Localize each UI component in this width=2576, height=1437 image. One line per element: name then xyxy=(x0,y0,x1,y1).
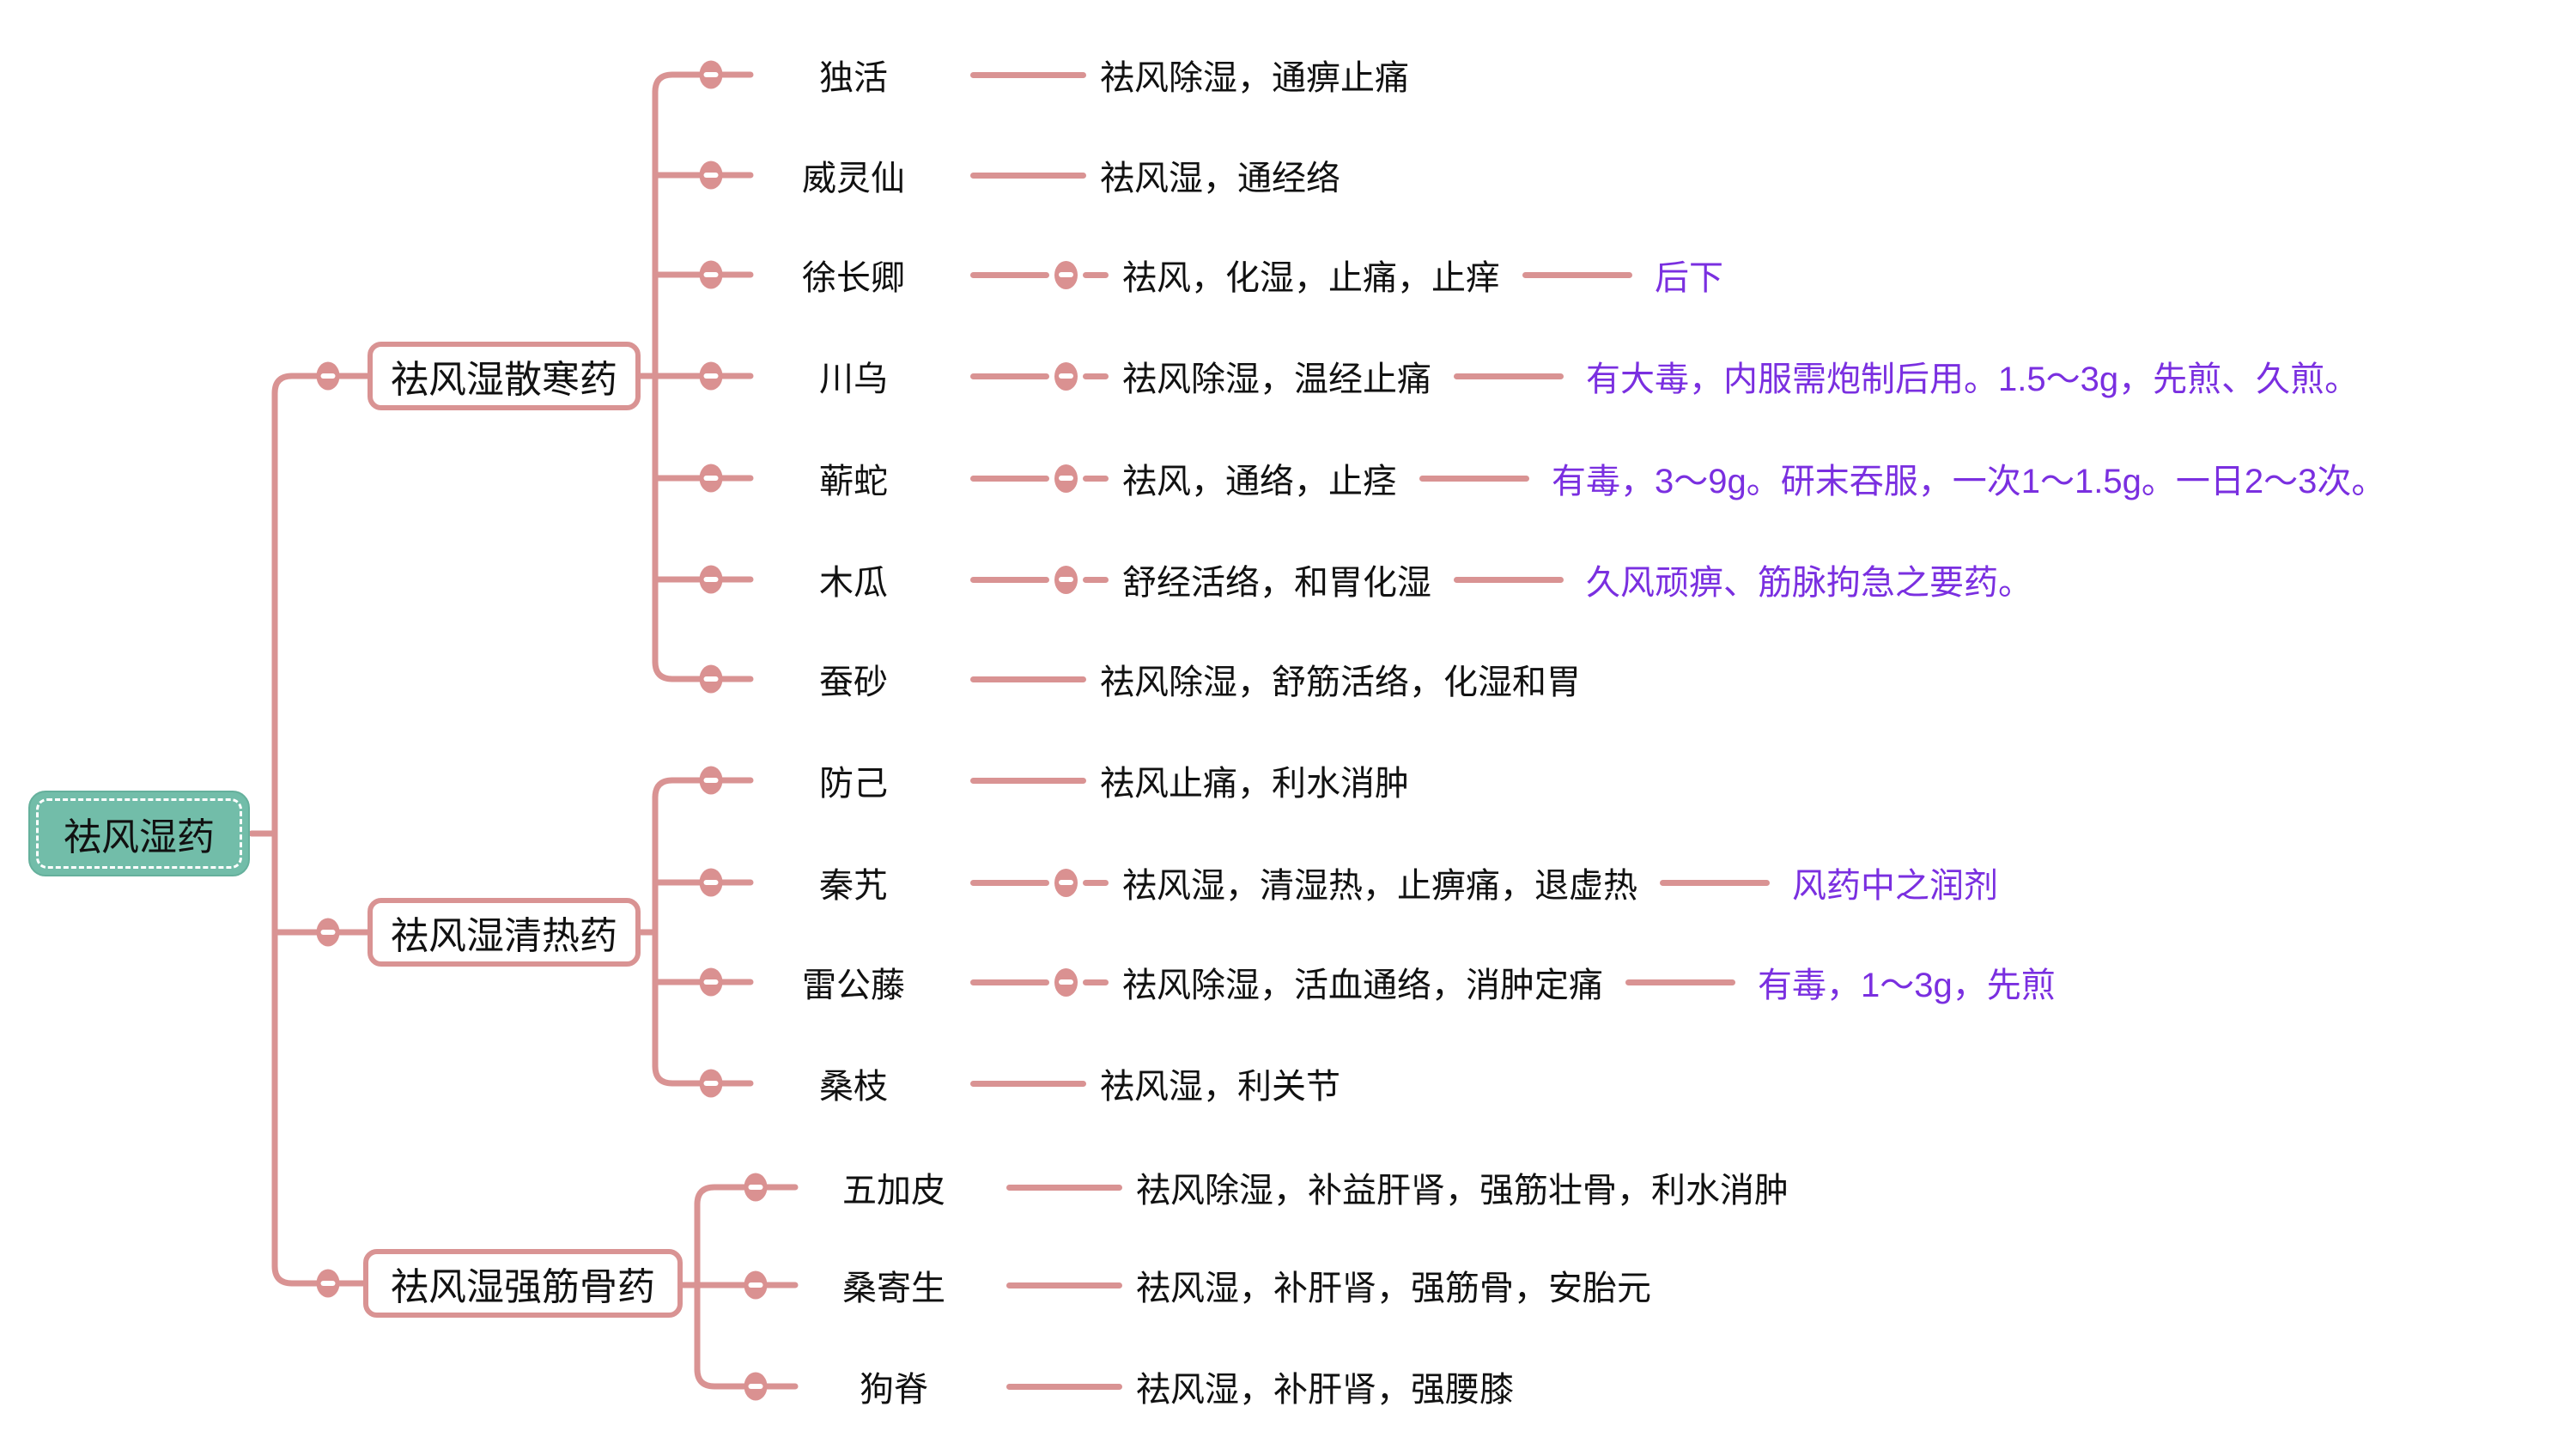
herb-name: 威灵仙 xyxy=(802,160,905,197)
connector-line xyxy=(1006,1282,1122,1288)
herb-description: 祛风，通络，止痉 xyxy=(1122,463,1397,500)
branch-label: 祛风湿清热药 xyxy=(391,915,617,957)
connector-line xyxy=(1083,879,1109,886)
herb-name: 独活 xyxy=(819,59,888,97)
branch-label: 祛风湿散寒药 xyxy=(391,359,617,401)
herb-description: 祛风湿，通经络 xyxy=(1100,160,1340,197)
herb-row[interactable]: 蕲蛇 祛风，通络，止痉 有毒，3～9g。研末吞服，一次1～1.5g。一日2～3次… xyxy=(750,450,2385,506)
connector-line xyxy=(1083,373,1109,379)
herb-row[interactable]: 秦艽 祛风湿，清湿热，止痹痛，退虚热 风药中之润剂 xyxy=(750,854,1998,911)
herb-description: 祛风止痛，利水消肿 xyxy=(1100,765,1409,803)
herb-row[interactable]: 桑寄生 祛风湿，补肝肾，强筋骨，安胎元 xyxy=(795,1257,1651,1313)
herb-name: 狗脊 xyxy=(860,1371,928,1409)
herb-name: 川乌 xyxy=(819,361,888,398)
herb-name: 秦艽 xyxy=(819,867,888,905)
herb-row[interactable]: 狗脊 祛风湿，补肝肾，强腰膝 xyxy=(795,1358,1514,1415)
herb-description: 祛风除湿，活血通络，消肿定痛 xyxy=(1122,967,1603,1004)
herb-row[interactable]: 雷公藤 祛风除湿，活血通络，消肿定痛 有毒，1～3g，先煎 xyxy=(750,954,2056,1010)
collapse-node-icon[interactable] xyxy=(1054,565,1078,594)
connector-line xyxy=(1083,576,1109,583)
herb-note: 有大毒，内服需炮制后用。1.5～3g，先煎、久煎。 xyxy=(1586,361,2360,398)
collapse-node-icon[interactable] xyxy=(1054,868,1078,897)
connector-line xyxy=(1083,979,1109,985)
herb-name: 五加皮 xyxy=(842,1172,945,1210)
herb-row[interactable]: 徐长卿 祛风，化湿，止痛，止痒 后下 xyxy=(750,246,1723,303)
connector-line xyxy=(970,576,1049,583)
herb-name: 木瓜 xyxy=(819,564,888,602)
connector-line xyxy=(970,172,1086,179)
herb-row[interactable]: 威灵仙 祛风湿，通经络 xyxy=(750,147,1340,203)
herb-row[interactable]: 独活 祛风除湿，通痹止痛 xyxy=(750,46,1409,103)
collapse-node-icon[interactable] xyxy=(1054,967,1078,997)
connector-line xyxy=(970,373,1049,379)
herb-description: 祛风除湿，舒筋活络，化湿和胃 xyxy=(1100,664,1581,701)
connector-line xyxy=(1083,271,1109,278)
herb-note: 有毒，3～9g。研末吞服，一次1～1.5g。一日2～3次。 xyxy=(1552,463,2386,500)
herb-row[interactable]: 桑枝 祛风湿，利关节 xyxy=(750,1055,1340,1112)
connector-line xyxy=(1083,475,1109,482)
herb-description: 祛风除湿，通痹止痛 xyxy=(1100,59,1409,97)
connector-line xyxy=(970,475,1049,482)
connector-line xyxy=(970,777,1086,784)
herb-name: 徐长卿 xyxy=(802,259,905,297)
connector-line xyxy=(970,1080,1086,1087)
herb-description: 祛风，化湿，止痛，止痒 xyxy=(1122,259,1500,297)
herb-description: 祛风湿，清湿热，止痹痛，退虚热 xyxy=(1122,867,1637,905)
herb-name: 蚕砂 xyxy=(819,664,888,701)
herb-description: 祛风湿，利关节 xyxy=(1100,1068,1340,1106)
herb-description: 祛风除湿，温经止痛 xyxy=(1122,361,1431,398)
root-topic[interactable]: 祛风湿药 xyxy=(28,791,250,876)
herb-row[interactable]: 川乌 祛风除湿，温经止痛 有大毒，内服需炮制后用。1.5～3g，先煎、久煎。 xyxy=(750,348,2359,404)
herb-note: 后下 xyxy=(1655,259,1723,297)
herb-row[interactable]: 防己 祛风止痛，利水消肿 xyxy=(750,752,1409,809)
connector-line xyxy=(970,979,1049,985)
connector-line xyxy=(1522,271,1632,278)
herb-name: 桑寄生 xyxy=(842,1270,945,1307)
branch-label: 祛风湿强筋骨药 xyxy=(391,1266,655,1308)
branch-box-qingre[interactable]: 祛风湿清热药 xyxy=(368,898,641,967)
herb-note: 风药中之润剂 xyxy=(1792,867,1998,905)
connector-line xyxy=(970,71,1086,78)
connector-line xyxy=(1625,979,1735,985)
connector-line xyxy=(1006,1184,1122,1191)
collapse-node-icon[interactable] xyxy=(1054,260,1078,289)
herb-row[interactable]: 木瓜 舒经活络，和胃化湿 久风顽痹、筋脉拘急之要药。 xyxy=(750,551,2032,608)
collapse-node-icon[interactable] xyxy=(1054,464,1078,493)
root-topic-label: 祛风湿药 xyxy=(64,816,215,858)
herb-row[interactable]: 五加皮 祛风除湿，补益肝肾，强筋壮骨，利水消肿 xyxy=(795,1159,1789,1216)
herb-description: 祛风除湿，补益肝肾，强筋壮骨，利水消肿 xyxy=(1136,1172,1789,1210)
connector-line xyxy=(1454,576,1564,583)
connector-line xyxy=(1006,1383,1122,1390)
connector-line xyxy=(970,879,1049,886)
herb-name: 雷公藤 xyxy=(802,967,905,1004)
collapse-node-icon[interactable] xyxy=(1054,361,1078,391)
herb-row[interactable]: 蚕砂 祛风除湿，舒筋活络，化湿和胃 xyxy=(750,651,1581,707)
herb-description: 舒经活络，和胃化湿 xyxy=(1122,564,1431,602)
branch-collapse-nodes xyxy=(316,60,768,1401)
connector-line xyxy=(1454,373,1564,379)
herb-note: 久风顽痹、筋脉拘急之要药。 xyxy=(1586,564,2032,602)
herb-note: 有毒，1～3g，先煎 xyxy=(1758,967,2056,1004)
herb-name: 蕲蛇 xyxy=(819,463,888,500)
herb-description: 祛风湿，补肝肾，强筋骨，安胎元 xyxy=(1136,1270,1651,1307)
connector-line xyxy=(970,271,1049,278)
branch-box-sanhan[interactable]: 祛风湿散寒药 xyxy=(368,342,641,410)
connector-line xyxy=(970,676,1086,682)
herb-name: 桑枝 xyxy=(819,1068,888,1106)
branch-box-qiangjingu[interactable]: 祛风湿强筋骨药 xyxy=(363,1249,683,1318)
connector-line xyxy=(1660,879,1770,886)
herb-description: 祛风湿，补肝肾，强腰膝 xyxy=(1136,1371,1514,1409)
herb-name: 防己 xyxy=(819,765,888,803)
connector-line xyxy=(1419,475,1529,482)
